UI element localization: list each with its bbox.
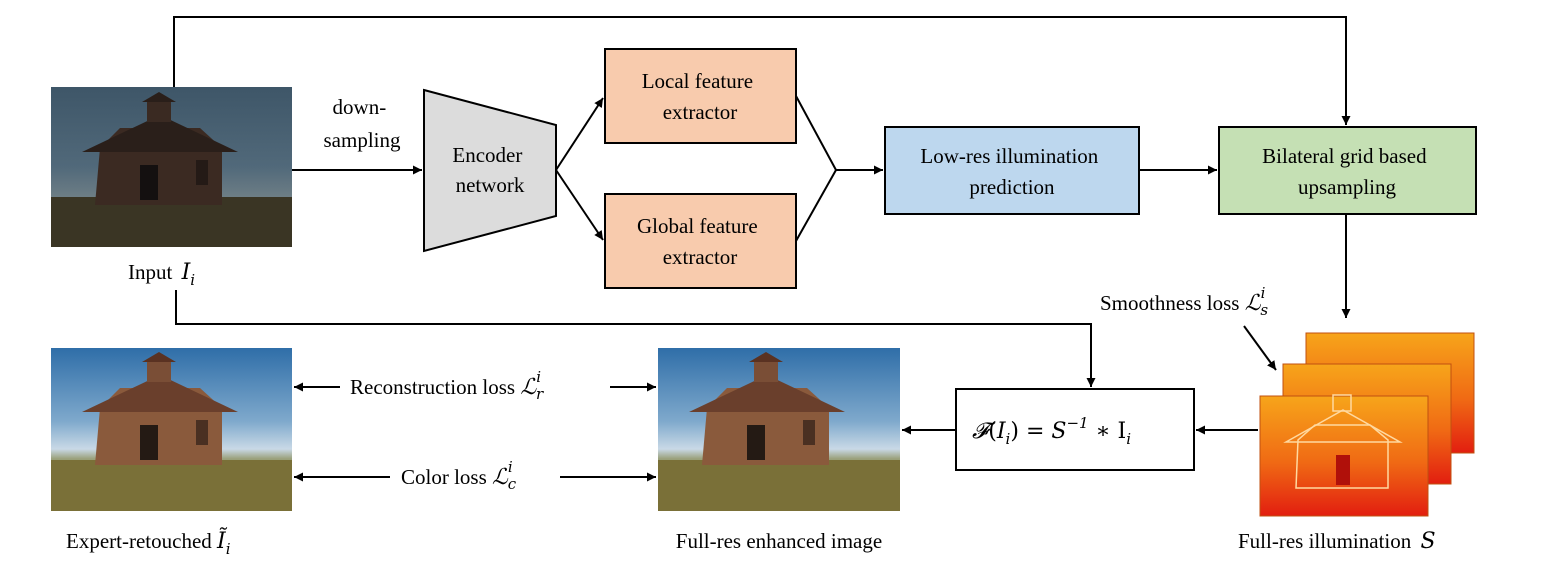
global-to-merge-line: [795, 169, 837, 242]
formula: 𝓕(Ii) = S−1 ∗ Ii: [972, 414, 1131, 448]
global-feature-box: [604, 193, 797, 289]
bypass-arrow-top: [173, 16, 1351, 125]
enhanced-image: [658, 348, 900, 511]
input-label: Input Ii: [128, 260, 195, 289]
local-to-merge-line: [795, 95, 837, 171]
downsampling-label: down- sampling: [324, 95, 401, 152]
encoder-network-shape: [423, 88, 557, 253]
expert-retouched-image: [51, 348, 292, 511]
input-to-formula-arrow: [175, 290, 1096, 387]
lowres-illumination-label: Low-res illumination prediction: [920, 144, 1103, 199]
global-feature-label: Global feature extractor: [637, 214, 763, 269]
local-feature-box: [604, 48, 797, 144]
encoder-to-global-arrow: [555, 169, 604, 241]
encoder-label: Encoder network: [452, 143, 527, 197]
illumination-map-stack: [1259, 332, 1475, 517]
local-feature-label: Local feature extractor: [642, 69, 759, 124]
input-image: [51, 87, 292, 247]
bilateral-grid-box: [1218, 126, 1477, 215]
encoder-to-local-arrow: [555, 97, 604, 171]
smoothness-loss-arrow: [1243, 325, 1277, 371]
lowres-illumination-box: [884, 126, 1140, 215]
illumination-label: Full-res illumination S: [1238, 529, 1436, 554]
expert-retouched-label: Expert-retouched Ĩi: [66, 526, 231, 558]
enhanced-image-label: Full-res enhanced image: [676, 529, 882, 553]
bilateral-grid-label: Bilateral grid based upsampling: [1262, 144, 1432, 199]
